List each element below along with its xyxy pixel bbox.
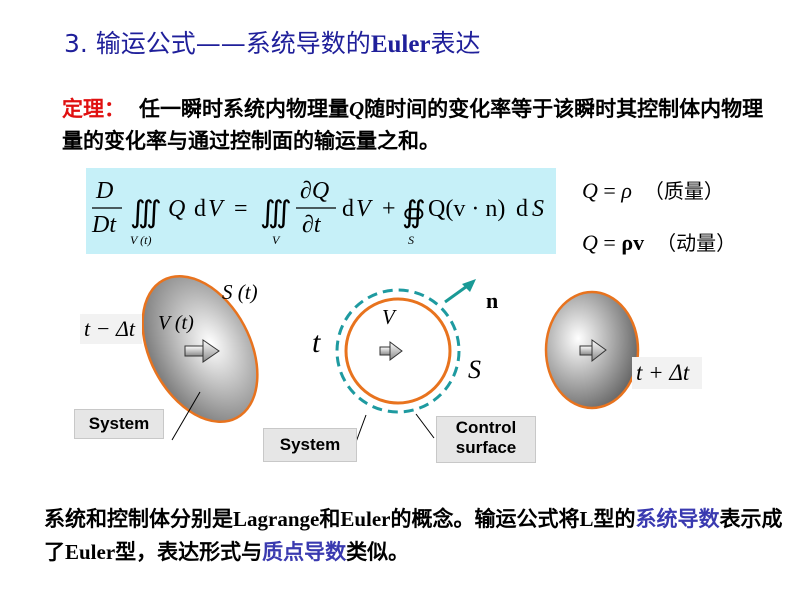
formula-partialt: ∂t: [302, 212, 322, 238]
control-surface-dashed: [335, 288, 461, 414]
volume-label-V: V: [382, 305, 395, 329]
transport-formula: D Dt ∭ V (t) Q d V = ∭ V ∂Q ∂t d V + ∯ S…: [91, 178, 544, 247]
sub-V: V: [272, 233, 281, 247]
highlight-material-derivative: 质点导数: [262, 540, 347, 564]
surface-label-S: S: [468, 355, 481, 384]
highlight-system-derivative: 系统导数: [635, 507, 720, 531]
pointer-left: [171, 391, 201, 441]
formula-V1: V: [208, 196, 225, 222]
control-surface-tag-line1: Control: [455, 418, 517, 437]
system-control-volume-diagram: [141, 274, 640, 443]
velocity-arrow-right: [579, 339, 607, 363]
sub-Vt: V (t): [130, 233, 151, 247]
pointer-control-surface: [415, 413, 435, 439]
formula-partialQ: ∂Q: [300, 178, 329, 204]
time-label-right: t + Δt: [636, 360, 690, 385]
formula-box: [86, 168, 556, 254]
summary-text: 系统和控制体分别是Lagrange和Euler的概念。输运公式将L型的系统导数表…: [44, 507, 783, 564]
side-eq-mass: Q = ρ（质量）: [582, 178, 724, 203]
formula-d3: d: [516, 196, 528, 222]
formula-plus: +: [382, 196, 396, 222]
formula-Dt: Dt: [91, 212, 117, 238]
page-title: 3. 输运公式——系统导数的Euler表达: [64, 29, 481, 58]
velocity-arrow-left: [184, 339, 220, 363]
theorem-label: 定理：: [62, 97, 125, 121]
time-label-bg-left: [80, 314, 142, 344]
theorem-text: 定理：任一瞬时系统内物理量Q随时间的变化率等于该瞬时其控制体内物理量的变化率与通…: [62, 97, 764, 153]
sub-S: S: [408, 233, 414, 247]
system-tag-left: System: [74, 409, 164, 439]
formula-S: S: [532, 196, 544, 222]
normal-vector-head: [462, 279, 476, 292]
time-label-bg-right: [632, 357, 702, 389]
surface-label-St: S (t): [222, 280, 258, 304]
time-label-left: t − Δt: [84, 316, 135, 341]
surface-integral: ∯: [402, 196, 426, 229]
velocity-arrow-middle: [379, 341, 403, 361]
formula-d2: d: [342, 196, 354, 222]
triple-integral-2: ∭: [260, 196, 292, 229]
control-surface-tag-line2: surface: [455, 438, 517, 457]
control-surface-tag: Control surface: [436, 416, 536, 463]
pointer-system-middle: [355, 414, 367, 443]
formula-V2: V: [356, 196, 373, 222]
system-tag-middle: System: [263, 428, 357, 462]
side-eq-momentum: Q = ρv（动量）: [582, 230, 737, 255]
formula-D: D: [95, 178, 113, 204]
time-label-middle: t: [312, 326, 321, 359]
formula-Qvn: Q(v · n): [428, 196, 505, 222]
triple-integral-1: ∭: [130, 196, 162, 229]
region-label-Vt: V (t): [158, 312, 194, 334]
formula-eq: =: [234, 196, 248, 222]
formula-d1: d: [194, 196, 206, 222]
formula-Q1: Q: [168, 196, 185, 222]
normal-label-n: n: [486, 288, 499, 313]
